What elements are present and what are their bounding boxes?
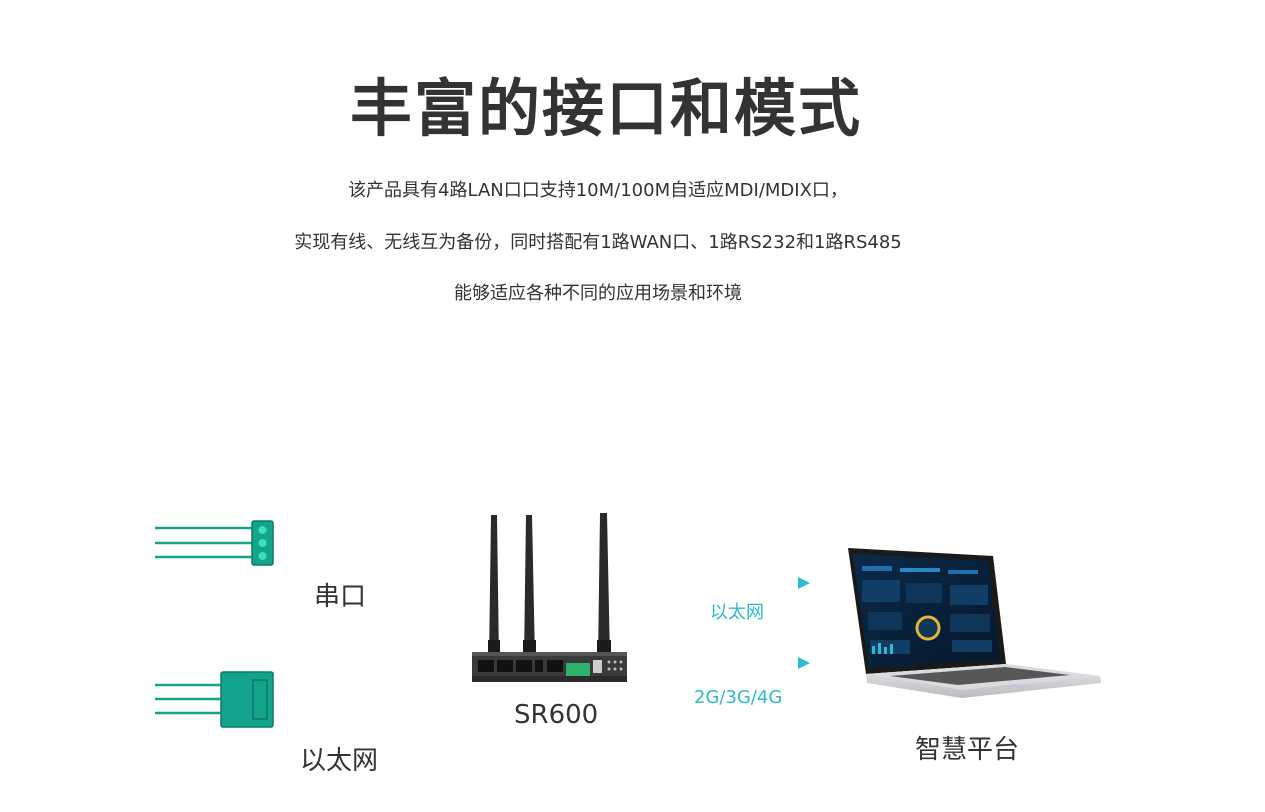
router-icon	[472, 513, 627, 682]
device-label: SR600	[514, 700, 599, 730]
platform-label: 智慧平台	[915, 735, 1020, 765]
description-line-1: 该产品具有4路LAN口口支持10M/100M自适应MDI/MDIX口，	[348, 180, 848, 201]
laptop-icon	[848, 548, 1101, 698]
serial-label: 串口	[314, 582, 367, 612]
ethernet-connector-icon	[155, 671, 274, 728]
serial-connector-icon	[155, 520, 274, 566]
ethernet-input-label: 以太网	[300, 746, 379, 776]
page-title: 丰富的接口和模式	[349, 72, 862, 145]
cellular-arrow	[682, 657, 810, 669]
ethernet-arrow	[682, 577, 810, 589]
ethernet-link-label: 以太网	[710, 602, 764, 623]
cellular-link-label: 2G/3G/4G	[694, 687, 783, 708]
description-line-2: 实现有线、无线互为备份，同时搭配有1路WAN口、1路RS232和1路RS485	[294, 232, 902, 253]
description-line-3: 能够适应各种不同的应用场景和环境	[454, 283, 742, 304]
